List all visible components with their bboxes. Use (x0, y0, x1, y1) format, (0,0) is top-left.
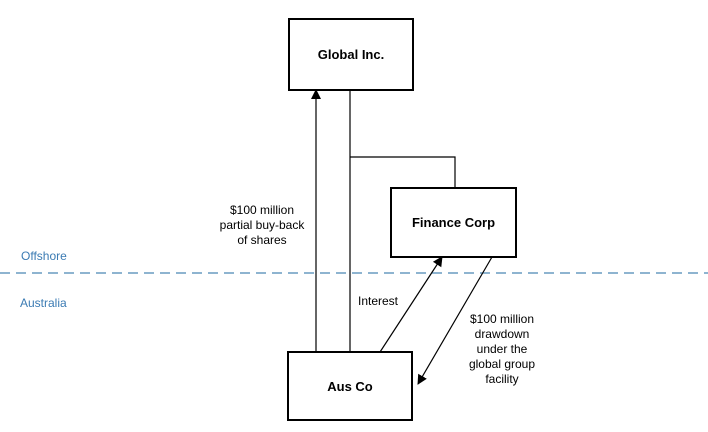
buyback-label: $100 million partial buy-back of shares (214, 203, 310, 248)
interest-label: Interest (358, 294, 399, 308)
interest-arrow (379, 256, 443, 353)
drawdown-line-2: drawdown (474, 327, 530, 341)
aus-co-box: Aus Co (287, 351, 413, 421)
aus-co-label: Aus Co (327, 378, 373, 394)
drawdown-line-1: $100 million (469, 312, 535, 326)
finance-corp-label: Finance Corp (411, 215, 496, 230)
buyback-line-3: of shares (237, 233, 287, 247)
australia-label: Australia (20, 296, 67, 310)
finance-corp-box: Finance Corp (390, 187, 517, 258)
offshore-label: Offshore (21, 249, 67, 263)
global-inc-box: Global Inc. (288, 18, 414, 91)
buyback-line-2: partial buy-back (219, 218, 305, 232)
drawdown-arrow (417, 256, 493, 385)
drawdown-line-5: facility (485, 372, 519, 386)
drawdown-line-4: global group (468, 357, 536, 371)
drawdown-label: $100 million drawdown under the global g… (460, 312, 544, 387)
drawdown-line-3: under the (476, 342, 528, 356)
ownership-connector (349, 91, 456, 352)
buyback-line-1: $100 million (229, 203, 295, 217)
global-inc-label: Global Inc. (317, 47, 385, 62)
